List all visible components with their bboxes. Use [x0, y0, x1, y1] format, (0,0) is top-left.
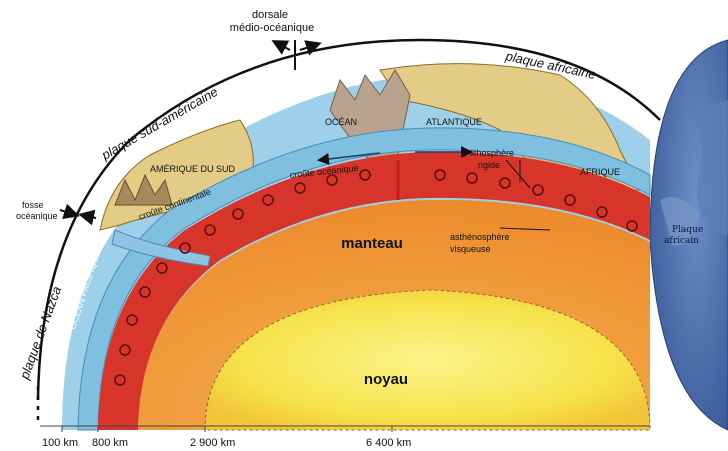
depth-scale: 100 km 800 km 2 900 km 6 400 km [40, 425, 650, 449]
globe-inset: Plaque africain [649, 39, 728, 431]
scale-tick-800: 800 km [92, 437, 128, 449]
africa-label: AFRIQUE [580, 167, 620, 177]
plate-arc [36, 38, 661, 420]
scale-tick-2900: 2 900 km [190, 437, 235, 449]
globe-plate-label-2: africain [664, 236, 699, 246]
lithosphere-label-2: rigide [478, 160, 500, 170]
ridge-label-2: médio-océanique [230, 22, 314, 34]
section-body [62, 63, 651, 431]
asthenosphere-label-1: asthénosphère [450, 232, 510, 242]
core-label: noyau [364, 371, 408, 388]
globe-plate-label: Plaque [672, 225, 703, 235]
scale-tick-100: 100 km [42, 437, 78, 449]
trench-label-1: fosse [22, 200, 44, 210]
south-america-label: AMÉRIQUE DU SUD [150, 164, 236, 174]
subducting-slab [111, 229, 211, 267]
ridge-label-1: dorsale [252, 9, 288, 21]
ocean-label: OCÉAN [325, 117, 357, 127]
mantle-label: manteau [341, 235, 403, 252]
asthenosphere-label-2: visqueuse [450, 244, 491, 254]
trench-label-2: océanique [16, 211, 58, 221]
scale-tick-6400: 6 400 km [366, 437, 411, 449]
lithosphere-label-1: lithosphère [470, 148, 514, 158]
atlantic-label: ATLANTIQUE [426, 117, 482, 127]
